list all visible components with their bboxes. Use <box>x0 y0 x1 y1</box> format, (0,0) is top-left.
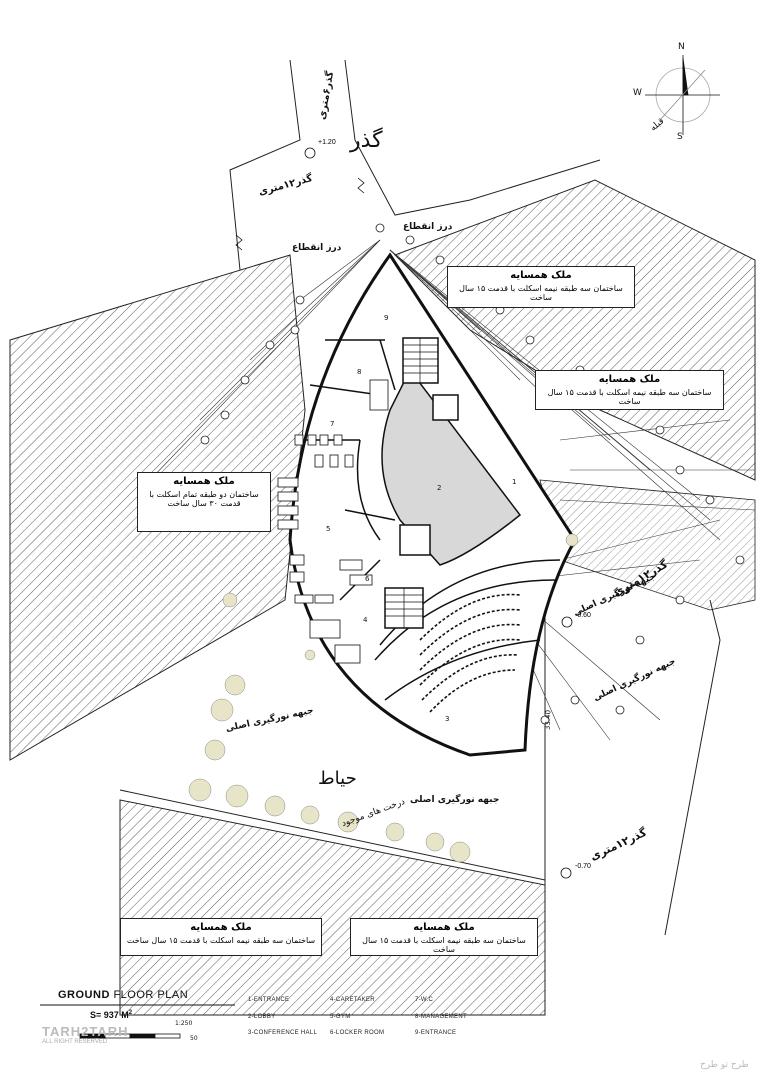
neighbor-box-1: ملک همسایه ساختمان سه طبقه نیمه اسکلت با… <box>447 266 635 308</box>
room-number-8: 8 <box>357 368 362 376</box>
neighbor-text: ساختمان سه طبقه نیمه اسکلت با قدمت ۱۵ سا… <box>362 936 526 954</box>
lobby-area <box>381 368 522 566</box>
street-line <box>119 789 546 881</box>
neighbor-parcel-bottom <box>119 799 546 1016</box>
street-line <box>344 59 601 216</box>
level-top: +1.20 <box>318 139 336 146</box>
room-number-2: 2 <box>437 484 442 492</box>
interior-walls <box>305 339 561 701</box>
legend-item-9: 9-ENTRANCE <box>415 1030 457 1036</box>
neighbor-title: ملک همسایه <box>413 922 475 933</box>
watermark: طرح تو طرح <box>700 1060 749 1070</box>
logo: TARH2TARH ALL RIGHT RESERVED <box>42 1024 129 1045</box>
neighbor-text: ساختمان سه طبقه نیمه اسکلت با قدمت ۱۵ سا… <box>547 388 712 406</box>
room-number-7: 7 <box>330 420 335 428</box>
south-label: S <box>677 132 683 142</box>
level-marker-icons <box>304 147 573 879</box>
neighbor-box-4: ملک همسایه ساختمان سه طبقه نیمه اسکلت با… <box>120 918 322 956</box>
room-number-1: 1 <box>512 478 517 486</box>
facade-label-d: جبهه نورگیری اصلی <box>410 795 500 805</box>
joint-label-b: درز انقطاع <box>292 243 342 253</box>
neighbor-box-2: ملک همسایه ساختمان سه طبقه نیمه اسکلت با… <box>535 370 724 410</box>
street-line <box>664 599 721 936</box>
neighbor-title: ملک همسایه <box>510 270 572 281</box>
stair-top <box>402 337 439 384</box>
north-arrow-icon <box>645 55 720 135</box>
stair-bottom <box>384 587 424 629</box>
legend-item-6: 6-LOCKER ROOM <box>330 1030 385 1036</box>
yard-title: حیاط <box>318 768 357 789</box>
room-number-5: 5 <box>326 525 331 533</box>
gym-equipment <box>277 379 389 664</box>
plan-area-value: S= 937 M <box>90 1010 129 1020</box>
legend-item-8: 8-MANAGEMENT <box>415 1014 467 1020</box>
level-right: -0.60 <box>575 612 591 619</box>
plan-title-bold: GROUND <box>58 989 110 1001</box>
plan-area: S= 937 M2 <box>90 1010 132 1020</box>
room-number-4: 4 <box>363 616 368 624</box>
auditorium-seats <box>419 593 521 713</box>
level-bottom: -0.70 <box>575 863 591 870</box>
legend-item-2: 2-LOBBY <box>248 1014 276 1020</box>
plan-title: GROUND FLOOR PLAN <box>58 989 188 1001</box>
room-number-6: 6 <box>365 575 370 583</box>
room-number-9: 9 <box>384 314 389 322</box>
scale-label: 1:250 <box>175 1020 193 1027</box>
neighbor-text: ساختمان دو طبقه تمام اسکلت با قدمت ۳۰ سا… <box>149 490 259 508</box>
existing-trees <box>188 533 579 863</box>
plan-title-rest: FLOOR PLAN <box>109 989 189 1001</box>
neighbor-title: ملک همسایه <box>598 374 661 385</box>
dimension-label: 33.40 <box>543 709 553 731</box>
neighbor-text: ساختمان سه طبقه نیمه اسکلت با قدمت ۱۵ سا… <box>126 936 316 945</box>
legend-item-3: 3-CONFERENCE HALL <box>248 1030 318 1036</box>
neighbor-box-5: ملک همسایه ساختمان سه طبقه نیمه اسکلت با… <box>350 918 538 956</box>
neighbor-title: ملک همسایه <box>190 922 252 933</box>
street-passage-label: گذر <box>350 128 383 153</box>
legend-item-4: 4-CARETAKER <box>330 997 375 1003</box>
neighbor-title: ملک همسایه <box>173 476 235 487</box>
elevator-top <box>432 394 459 421</box>
neighbor-text: ساختمان سه طبقه نیمه اسکلت با قدمت ۱۵ سا… <box>459 284 623 302</box>
street-line <box>229 59 301 271</box>
scale-end-label: 50 <box>190 1035 198 1042</box>
legend-item-5: 5-GYM <box>330 1014 351 1020</box>
neighbor-box-3: ملک همسایه ساختمان دو طبقه تمام اسکلت با… <box>137 472 271 532</box>
legend-item-1: 1-ENTRANCE <box>248 997 290 1003</box>
legend-item-7: 7-W.C <box>415 997 434 1003</box>
scale-bar <box>79 1033 181 1039</box>
plan-area-sup: 2 <box>128 1010 133 1016</box>
logo-sub: ALL RIGHT RESERVED <box>42 1039 108 1045</box>
logo-name: TARH2TARH <box>42 1024 129 1039</box>
break-marks <box>235 177 365 251</box>
north-label: N <box>678 42 685 52</box>
west-label: W <box>633 88 642 98</box>
joint-label-a: درز انقطاع <box>403 222 453 232</box>
elevator-mid <box>399 524 431 556</box>
room-number-3: 3 <box>445 715 450 723</box>
